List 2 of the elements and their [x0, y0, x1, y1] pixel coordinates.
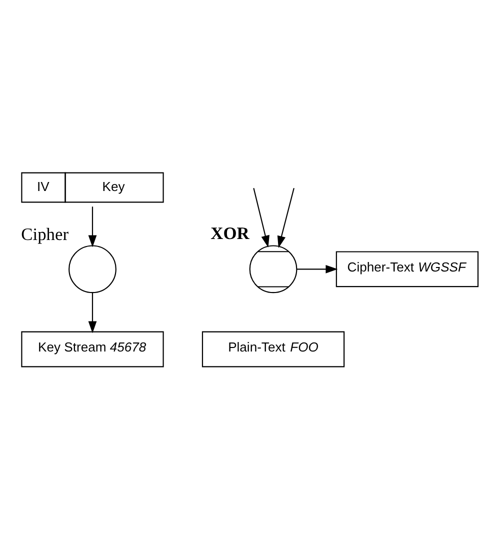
node-label: XOR	[210, 222, 250, 243]
node-label: Cipher	[21, 224, 69, 244]
